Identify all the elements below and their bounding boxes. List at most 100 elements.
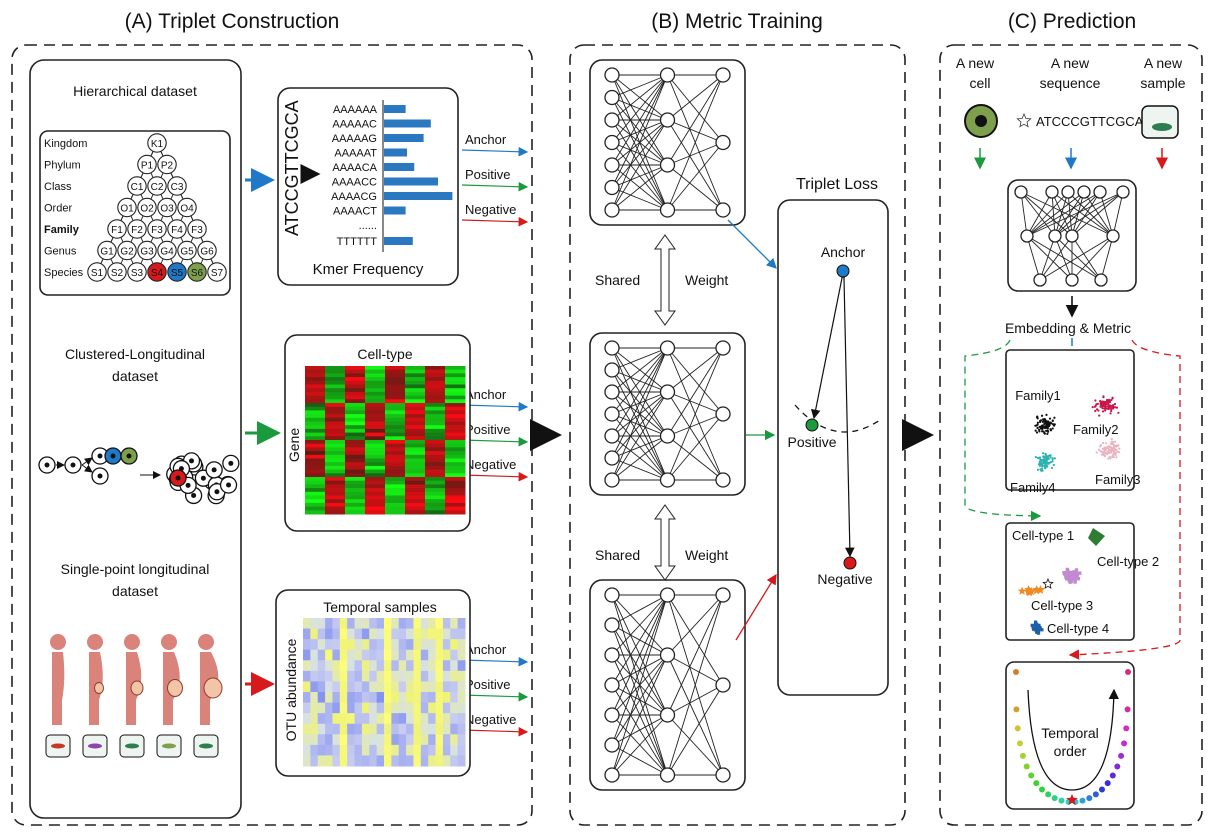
heat-cell — [347, 723, 356, 735]
triplet-loss-box — [777, 199, 889, 696]
heat-cell — [332, 660, 341, 672]
network-edge — [611, 74, 668, 166]
taxon-node — [127, 219, 147, 239]
heat-cell — [305, 495, 326, 500]
heat-cell — [445, 462, 466, 467]
heat-cell — [445, 488, 466, 493]
family-point — [1046, 432, 1049, 435]
network-edge — [611, 347, 668, 481]
network-edge — [1026, 191, 1069, 237]
trajectory-point — [1086, 795, 1093, 802]
heat-cell — [385, 406, 406, 411]
taxon-label: G2 — [120, 247, 134, 258]
heat-cell — [457, 744, 466, 756]
network-edge — [1020, 191, 1114, 237]
heat-cell — [420, 660, 429, 672]
heat-cell — [445, 436, 466, 441]
heat-cell — [354, 681, 363, 693]
family-point — [1038, 463, 1041, 466]
heat-cell — [345, 506, 366, 511]
family-point — [1047, 421, 1050, 424]
otu-label: OTU abundance — [283, 638, 299, 741]
kmer-bar-chart: AAAAAAAAAAACAAAAAGAAAAATAAAACAAAAACCAAAA… — [331, 100, 453, 252]
bacteria-icon — [51, 743, 65, 749]
heat-cell — [310, 660, 319, 672]
kmer-tick: TTTTTT — [337, 236, 378, 248]
heat-cell — [398, 681, 407, 693]
heat-cell — [365, 410, 386, 415]
heat-cell — [425, 443, 446, 448]
heat-cell — [376, 755, 385, 767]
heat-cell — [425, 480, 446, 485]
heat-cell — [425, 462, 446, 467]
heat-cell — [310, 734, 319, 746]
heat-cell — [305, 380, 326, 385]
heat-cell — [385, 414, 406, 419]
network-edge — [1051, 191, 1114, 237]
network-edge — [1054, 191, 1085, 237]
heat-cell — [384, 744, 392, 756]
new-cell-label-2: cell — [969, 75, 990, 91]
cell-type-3-marker — [1036, 585, 1045, 594]
heat-cell — [325, 713, 333, 725]
trajectory-point — [1023, 763, 1030, 770]
heat-cell — [442, 734, 451, 746]
family-point — [1115, 445, 1118, 448]
heat-cell — [345, 495, 366, 500]
heat-cell — [391, 713, 400, 725]
trajectory-point — [1109, 772, 1116, 779]
heat-cell — [361, 628, 370, 640]
heat-cell — [385, 473, 406, 478]
heat-cell — [365, 484, 386, 489]
family-point — [1048, 417, 1052, 420]
heat-cell — [405, 499, 426, 504]
heat-cell — [345, 384, 366, 389]
family-point — [1044, 467, 1047, 470]
family-point — [1046, 425, 1049, 428]
heat-cell — [406, 639, 414, 651]
network-edge — [1026, 235, 1041, 281]
heat-cell — [354, 639, 363, 651]
family-point — [1107, 450, 1110, 453]
heat-cell — [325, 660, 333, 672]
family-point — [1108, 445, 1111, 448]
kmer-bar — [384, 206, 406, 215]
heat-cell — [345, 480, 366, 485]
heat-cell — [457, 702, 466, 714]
kmer-tick: AAAAAT — [334, 148, 377, 160]
heat-cell — [385, 417, 406, 422]
neuron — [604, 67, 620, 83]
loss-negative-label: Negative — [817, 571, 872, 587]
trajectory-point — [1013, 669, 1019, 675]
heat-cell — [391, 649, 400, 661]
heat-cell — [369, 670, 378, 682]
heat-cell — [450, 649, 459, 661]
heat-cell — [450, 723, 459, 735]
shared-label: Shared — [595, 547, 640, 563]
heat-cell — [398, 744, 407, 756]
heat-cell — [305, 417, 326, 422]
kmer-tick: AAAAAG — [332, 133, 377, 145]
heat-cell — [398, 723, 407, 735]
heat-cell — [445, 417, 466, 422]
taxon-label: S1 — [91, 268, 104, 279]
sample-icon — [1141, 105, 1179, 139]
neuron — [604, 428, 620, 444]
family-point — [1043, 422, 1046, 426]
heat-cell — [305, 440, 326, 445]
heat-cell — [391, 702, 400, 714]
heat-cell — [435, 702, 444, 714]
network-edge — [611, 347, 668, 393]
heat-cell — [435, 639, 444, 651]
heat-cell — [345, 414, 366, 419]
heat-cell — [345, 366, 366, 371]
family-point — [1049, 456, 1052, 459]
heat-cell — [413, 681, 422, 693]
heat-cell — [325, 480, 346, 485]
network-edge — [611, 654, 668, 776]
heat-cell — [345, 377, 366, 382]
neuron — [659, 647, 676, 663]
family-point — [1053, 457, 1057, 460]
heat-cell — [354, 734, 363, 746]
heat-cell — [398, 670, 407, 682]
